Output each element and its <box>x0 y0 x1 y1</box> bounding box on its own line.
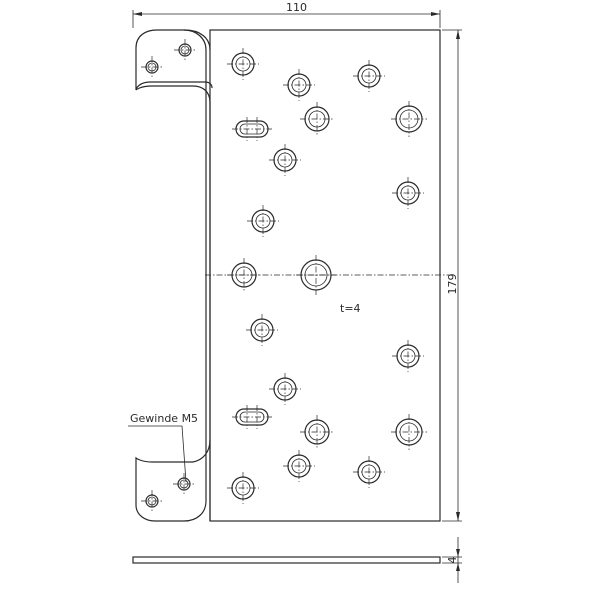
hole <box>353 456 385 488</box>
holes-group <box>141 39 427 512</box>
hole <box>300 415 334 449</box>
dim-height-label: 179 <box>446 274 459 295</box>
bent-tab-outline <box>135 29 213 522</box>
hole <box>174 39 196 61</box>
dim-thickness-label: 4 <box>446 557 459 564</box>
hole <box>283 450 315 482</box>
thread-note: Gewinde M5 <box>130 412 198 425</box>
slot-hole <box>232 405 272 429</box>
hole <box>247 205 279 237</box>
hole <box>269 144 301 176</box>
hole <box>391 414 427 450</box>
hole <box>269 373 301 405</box>
hole <box>300 102 334 136</box>
hole <box>353 60 385 92</box>
hole <box>141 490 163 512</box>
hole <box>227 472 259 504</box>
dimension-height <box>442 29 462 522</box>
hole <box>173 473 195 495</box>
dimension-width <box>132 10 441 28</box>
hole <box>296 255 336 295</box>
side-view <box>132 537 462 583</box>
thread-leader <box>128 425 187 483</box>
dim-width-label: 110 <box>286 1 307 14</box>
hole <box>227 48 259 80</box>
plate-outline <box>209 29 441 522</box>
hole <box>227 258 261 292</box>
slot-hole <box>232 117 272 141</box>
hole <box>392 177 424 209</box>
hole <box>391 101 427 137</box>
hole <box>392 340 424 372</box>
thickness-note: t=4 <box>340 302 361 315</box>
hole <box>283 69 315 101</box>
hole <box>141 56 163 78</box>
hole <box>246 314 278 346</box>
